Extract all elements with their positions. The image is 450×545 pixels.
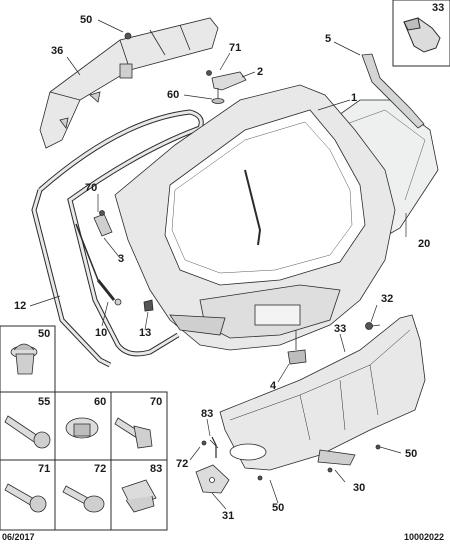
fastener-icon-70 [114,417,153,449]
callout-71-top: 71 [229,42,242,54]
callout-2: 2 [257,66,264,78]
gas-strut-part [75,210,122,306]
cover-plate-part [195,464,230,494]
leader-lines [29,19,407,510]
grid-label-55: 55 [38,396,51,408]
interior-trim-panel [219,314,426,481]
spoiler-part [39,17,219,149]
hinge-part [206,70,247,104]
footer-reference: 10002022 [404,532,445,542]
callout-72-mid: 72 [176,458,189,470]
callout-20: 20 [418,238,431,250]
fastener-icon-72 [62,485,105,513]
grid-label-50: 50 [38,328,51,340]
grid-label-83: 83 [150,463,163,475]
callout-33-top: 33 [432,2,445,14]
tailgate-part [114,84,396,351]
callout-36: 36 [51,45,64,57]
fastener-icon-55 [4,415,51,449]
callout-60-top: 60 [167,89,180,101]
callout-3: 3 [118,253,125,265]
callout-13: 13 [139,327,152,339]
callout-33-mid: 33 [334,323,347,335]
callout-1: 1 [351,92,358,104]
bracket-part [201,436,219,458]
fastener-icon-83 [121,479,157,513]
callout-10: 10 [95,327,108,339]
screw-part [365,322,381,330]
callout-50-bottom: 50 [272,502,285,514]
grid-label-60: 60 [94,396,107,408]
fastener-icon-71 [4,483,47,513]
grid-label-70: 70 [150,396,163,408]
callout-32: 32 [381,293,394,305]
trim-strip-part [361,53,425,129]
callout-30: 30 [353,482,366,494]
callout-12: 12 [14,300,27,312]
callout-5: 5 [325,33,332,45]
clip-part [143,299,154,312]
lock-part [287,330,307,365]
callout-31: 31 [222,510,235,522]
fastener-grid [0,325,168,531]
callout-83-mid: 83 [201,408,214,420]
grid-label-72: 72 [94,463,107,475]
callout-4: 4 [270,380,277,392]
footer-date: 06/2017 [2,532,35,542]
fastener-icon-60 [65,417,99,439]
callout-70-mid: 70 [85,182,98,194]
callout-50-right: 50 [405,448,418,460]
fastener-icon-50 [10,343,38,375]
callout-50-top: 50 [80,14,93,26]
grid-label-71: 71 [38,463,51,475]
clip-box-33 [392,0,450,67]
